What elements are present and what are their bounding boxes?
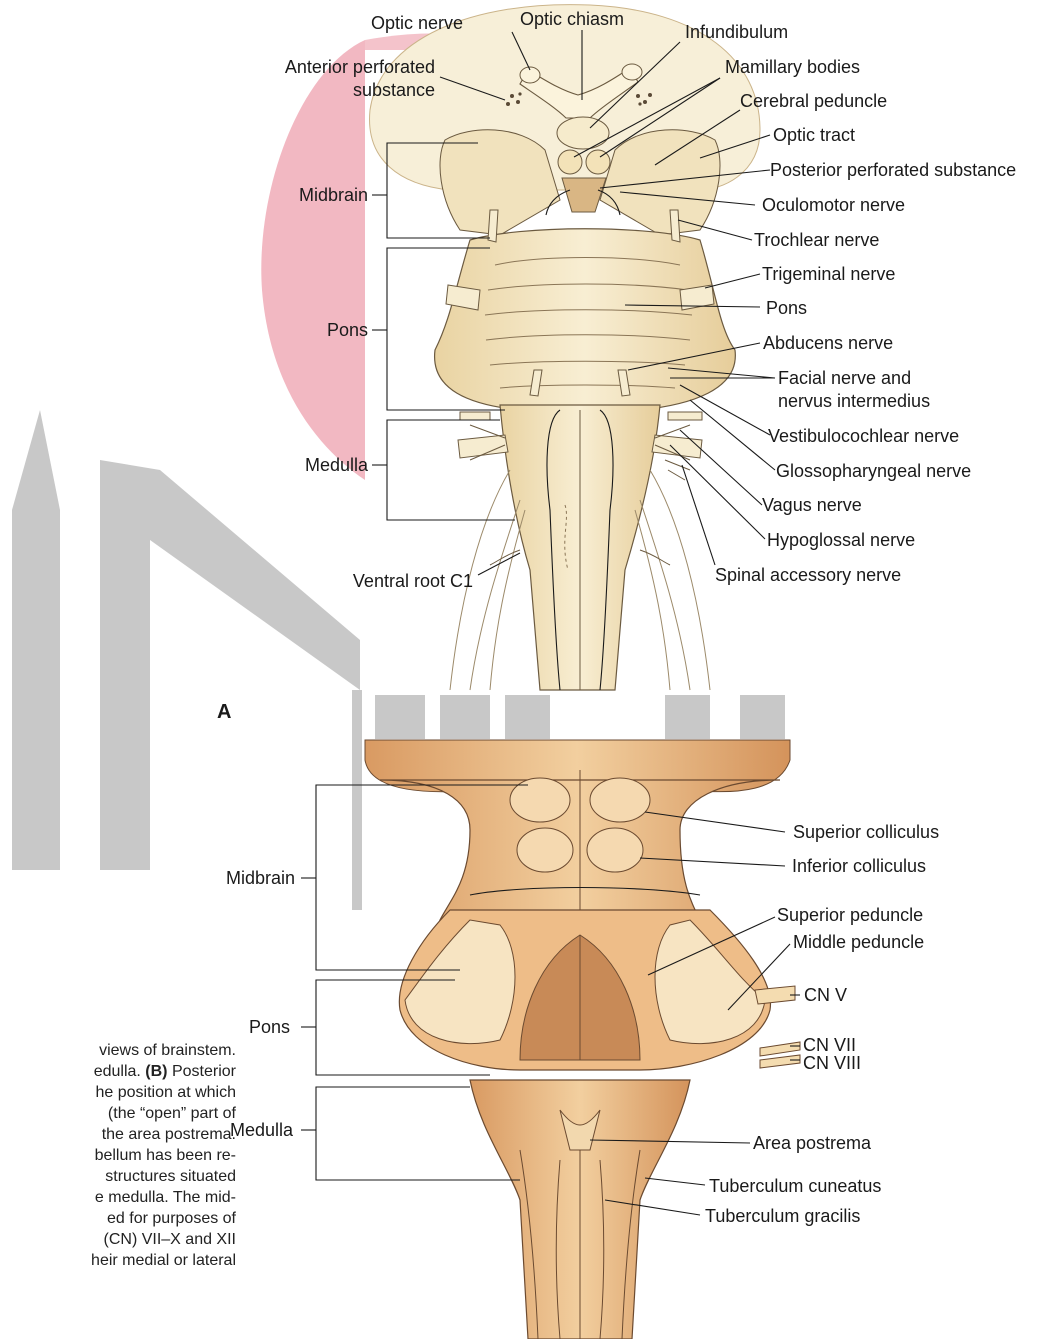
label-cn-vii: CN VII [803,1035,856,1055]
label-vagus: Vagus nerve [762,495,862,515]
label-abducens: Abducens nerve [763,333,893,353]
label-pons-a: Pons [766,298,807,318]
watermark-pink-shape [261,40,365,480]
label-cerebral-peduncle: Cerebral peduncle [740,91,887,111]
region-midbrain-b: Midbrain [226,868,295,888]
label-oculomotor: Oculomotor nerve [762,195,905,215]
watermark-gray-bar [12,410,60,870]
label-hypoglossal: Hypoglossal nerve [767,530,915,550]
label-anterior-perforated-1: Anterior perforated [285,57,435,77]
caption-line: (the “open” part of [0,1103,236,1124]
panel-letter-a: A [217,701,231,723]
label-spinal-accessory: Spinal accessory nerve [715,565,901,585]
label-ventral-root: Ventral root C1 [353,571,473,591]
caption-line: (CN) VII–X and XII [0,1229,236,1250]
label-middle-peduncle: Middle peduncle [793,932,924,952]
label-area-postrema: Area postrema [753,1133,872,1153]
label-inferior-colliculus: Inferior colliculus [792,856,926,876]
figure-caption: views of brainstem. edulla. (B) Posterio… [0,1040,236,1271]
label-tuberculum-gracilis: Tuberculum gracilis [705,1206,860,1226]
dorsal-brainstem-drawing [365,740,800,1339]
label-superior-peduncle: Superior peduncle [777,905,923,925]
label-facial-1: Facial nerve and [778,368,911,388]
watermark-gray-angle [100,460,360,870]
label-anterior-perforated-2: substance [353,80,435,100]
label-optic-tract: Optic tract [773,125,855,145]
label-trigeminal: Trigeminal nerve [762,264,895,284]
caption-line: bellum has been re- [0,1145,236,1166]
label-mamillary-bodies: Mamillary bodies [725,57,860,77]
caption-line: he position at which [0,1082,236,1103]
region-midbrain-a: Midbrain [299,185,368,205]
label-vestibulocochlear: Vestibulocochlear nerve [768,426,959,446]
label-cn-v: CN V [804,985,847,1005]
caption-line: ed for purposes of [0,1208,236,1229]
caption-line: edulla. (B) Posterior [0,1061,236,1082]
label-cn-viii: CN VIII [803,1053,861,1073]
caption-line: views of brainstem. [0,1040,236,1061]
label-optic-chiasm: Optic chiasm [520,9,624,29]
region-pons-a: Pons [327,320,368,340]
label-posterior-perforated: Posterior perforated substance [770,160,1016,180]
label-facial-2: nervus intermedius [778,391,930,411]
region-medulla-b: Medulla [230,1120,294,1140]
caption-line: the area postrema. [0,1124,236,1145]
label-trochlear: Trochlear nerve [754,230,879,250]
caption-line: heir medial or lateral [0,1250,236,1271]
label-infundibulum: Infundibulum [685,22,788,42]
caption-line: structures situated [0,1166,236,1187]
label-tuberculum-cuneatus: Tuberculum cuneatus [709,1176,881,1196]
label-optic-nerve: Optic nerve [371,13,463,33]
region-medulla-a: Medulla [305,455,369,475]
label-superior-colliculus: Superior colliculus [793,822,939,842]
region-pons-b: Pons [249,1017,290,1037]
caption-line: e medulla. The mid- [0,1187,236,1208]
label-glossopharyngeal: Glossopharyngeal nerve [776,461,971,481]
